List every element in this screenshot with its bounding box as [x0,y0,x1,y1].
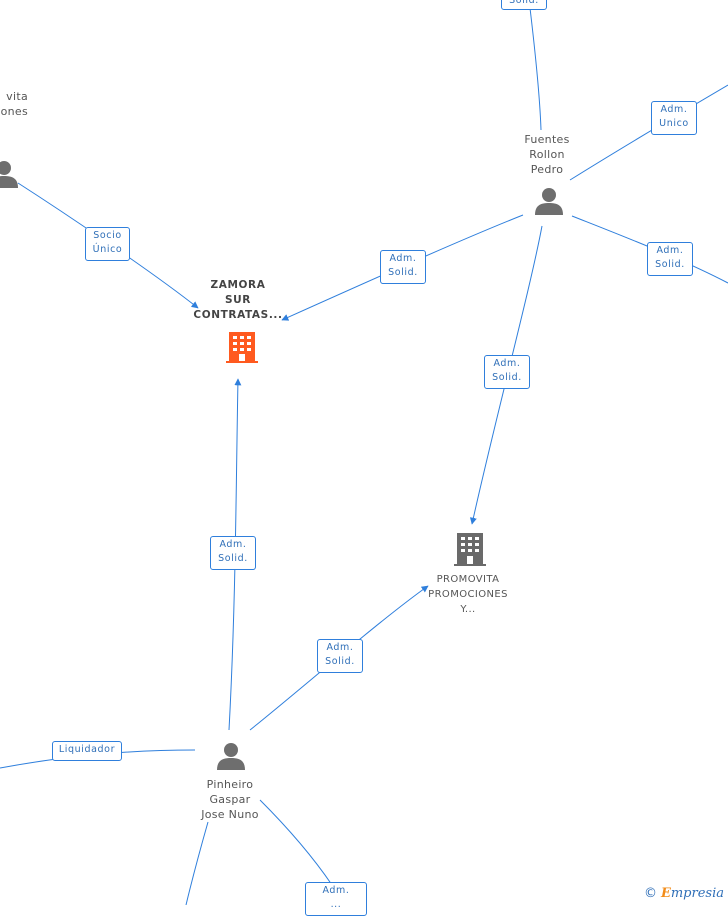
empresia-logo: ©Empresia [643,886,724,901]
edge-label-pinheiro-zamora: Adm. Solid. [210,536,256,570]
building-icon[interactable] [226,332,258,363]
node-label-promovita-partial[interactable]: vita ones [0,90,28,118]
edge-pinheiro-bottom [259,799,333,886]
edge-pinheiro-bottom-left [185,821,209,905]
edge-label-liquidador: Liquidador [52,741,122,761]
edge-label-fuentes-right-top: Adm. Unico [651,101,697,135]
edge-label-pinheiro-bottom: Adm. ... [305,882,367,916]
node-label-fuentes[interactable]: Fuentes Rollon Pedro [524,133,570,176]
edge-label-fuentes-top: Solid. [501,0,547,10]
node-label-zamora[interactable]: ZAMORA SUR CONTRATAS... [193,279,283,321]
edge-fuentes-top [529,7,542,131]
edge-fuentes-right-top [569,84,728,181]
person-icon[interactable] [0,161,18,188]
node-label-pinheiro[interactable]: Pinheiro Gaspar Jose Nuno [201,778,259,821]
edge-label-socio-unico: Socio Único [85,227,130,261]
person-icon[interactable] [535,188,563,215]
edge-label-pinheiro-promovita: Adm. Solid. [317,639,363,673]
node-label-promovita[interactable]: PROMOVITA PROMOCIONES Y... [428,574,508,615]
edge-label-fuentes-zamora: Adm. Solid. [380,250,426,284]
person-icon[interactable] [217,743,245,770]
edge-label-fuentes-promovita: Adm. Solid. [484,355,530,389]
edge-label-fuentes-right: Adm. Solid. [647,242,693,276]
building-icon[interactable] [454,533,486,566]
